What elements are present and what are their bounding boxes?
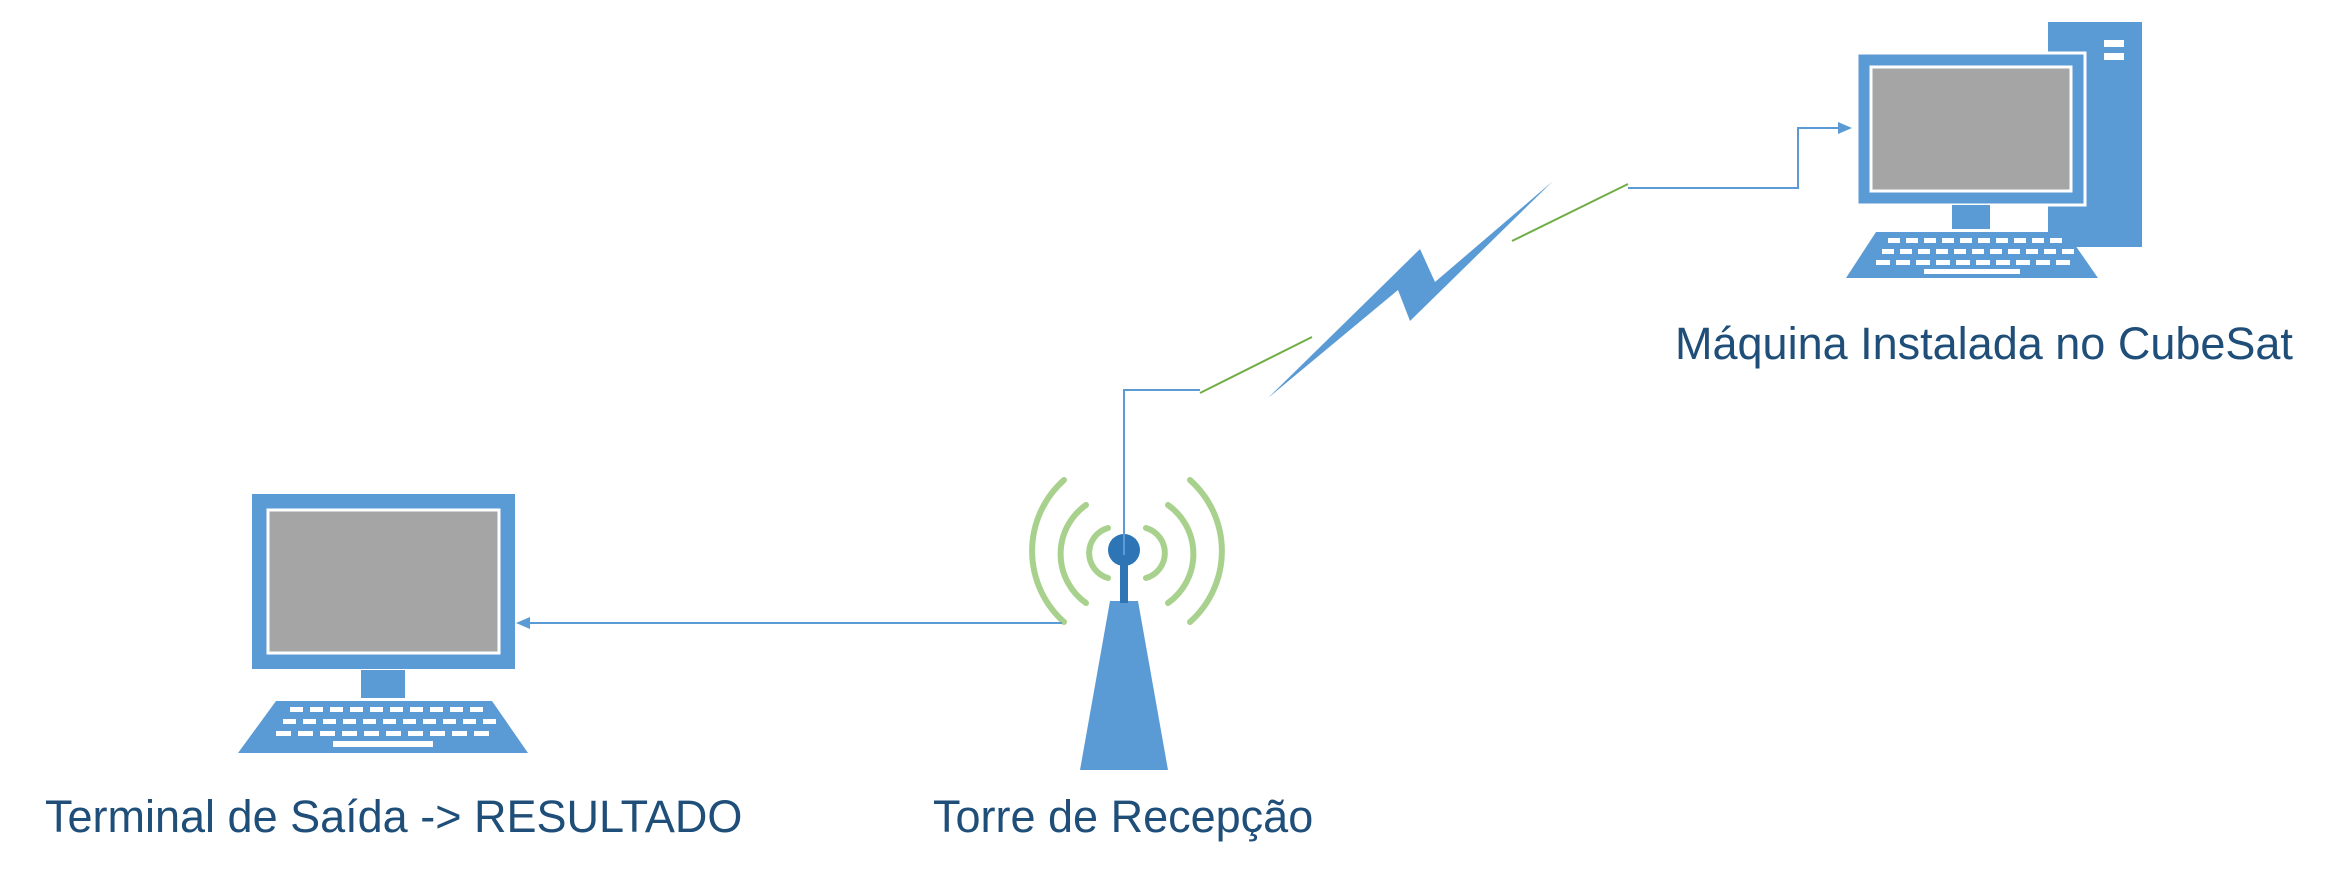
green-link-segment-lower xyxy=(1199,336,1313,394)
monitor-stand xyxy=(1952,205,1990,229)
tower-mast xyxy=(1080,601,1168,770)
keyboard xyxy=(1846,232,2098,278)
monitor-screen xyxy=(1869,65,2073,193)
green-link-segment-upper xyxy=(1511,183,1629,242)
cubesat-connector-arrow xyxy=(1628,122,1852,189)
reception-tower-icon xyxy=(1029,477,1225,770)
laptop-stand xyxy=(361,670,405,698)
wireless-lightning-icon xyxy=(1268,181,1553,398)
laptop-keyboard xyxy=(238,701,528,753)
cubesat-desktop-computer-icon xyxy=(1846,22,2142,278)
antenna-rod xyxy=(1120,553,1128,603)
tower-uplink-connector xyxy=(1123,389,1200,555)
signal-waves-icon xyxy=(1029,477,1225,625)
terminal-label: Terminal de Saída -> RESULTADO xyxy=(45,791,742,842)
tower-label: Torre de Recepção xyxy=(933,791,1313,842)
cubesat-machine-label: Máquina Instalada no CubeSat xyxy=(1675,318,2293,369)
cubesat-to-tower-link xyxy=(1123,122,1852,555)
terminal-laptop-icon xyxy=(238,494,528,753)
laptop-screen xyxy=(266,508,501,655)
